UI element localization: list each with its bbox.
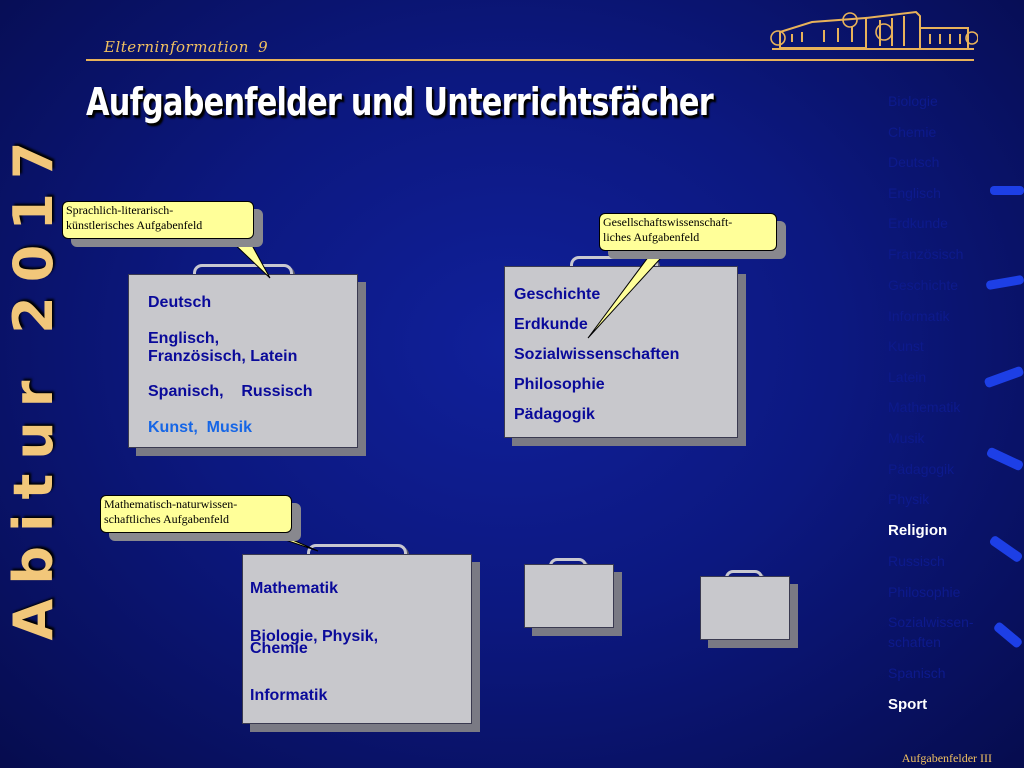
folder-item: Französisch, Latein (148, 348, 298, 365)
folder-item: Deutsch (148, 294, 212, 311)
subject-item: Pädagogik (888, 461, 955, 477)
school-building-logo (770, 10, 978, 50)
subject-item: Erdkunde (888, 215, 948, 231)
footer-label: Aufgabenfelder III (901, 751, 992, 765)
folder-handle (193, 264, 293, 274)
subject-item: Latein (888, 369, 927, 385)
subject-item-highlighted: Sport (888, 696, 928, 713)
subject-item: schaften (888, 634, 941, 650)
subject-item: Spanisch (888, 665, 946, 681)
callout-gesellschaft: Gesellschaftswissenschaft- liches Aufgab… (599, 213, 777, 251)
folder-mathematisch: Mathematik Biologie, Physik, Chemie Info… (242, 554, 472, 724)
folder-item: Pädagogik (514, 406, 595, 423)
subject-item: Physik (888, 491, 930, 507)
subject-item: Biologie (888, 93, 938, 109)
subject-item-highlighted: Religion (888, 522, 948, 539)
folder-empty (700, 576, 790, 640)
folder-handle (549, 558, 587, 566)
subject-item: Kunst (888, 338, 924, 354)
folder-item: Spanisch, Russisch (148, 383, 313, 400)
callout-line: Sprachlich-literarisch- (66, 203, 174, 217)
folder-item: Englisch, (148, 330, 220, 347)
subject-item: Informatik (888, 308, 950, 324)
subject-item: Mathematik (888, 399, 961, 415)
folder-item: Mathematik (250, 580, 339, 597)
header-label: Elterninformation 9 (104, 38, 269, 56)
callout-line: Mathematisch-naturwissen- (104, 497, 238, 511)
callout-mathematisch: Mathematisch-naturwissen- schaftliches A… (100, 495, 292, 533)
folder-item: Philosophie (514, 376, 605, 393)
folder-item: Biologie, Physik, (250, 628, 379, 645)
subject-item: Geschichte (888, 277, 959, 293)
callout-sprachlich: Sprachlich-literarisch- künstlerisches A… (62, 201, 254, 239)
folder-item: Kunst, Musik (148, 419, 253, 436)
folder-handle (725, 570, 763, 578)
page-title: Aufgabenfelder und Unterrichtsfächer (86, 80, 714, 124)
callout-line: Gesellschaftswissenschaft- (603, 215, 733, 229)
folder-item: Informatik (250, 687, 328, 704)
subject-item: Englisch (888, 185, 941, 201)
folder-gesellschaft: Geschichte Erdkunde Sozialwissenschaften… (504, 266, 738, 438)
subject-item: Französisch (888, 246, 964, 262)
callout-line: liches Aufgabenfeld (603, 230, 700, 244)
folder-empty (524, 564, 614, 628)
folder-item: Sozialwissenschaften (514, 346, 680, 363)
folder-handle (307, 544, 407, 554)
subject-item: Philosophie (888, 584, 961, 600)
subject-item: Russisch (888, 553, 945, 569)
subject-item: Deutsch (888, 154, 940, 170)
subject-item: Musik (888, 430, 925, 446)
subject-item: Chemie (888, 124, 937, 140)
folder-sprachlich: Deutsch Englisch, Französisch, Latein Sp… (128, 274, 358, 448)
callout-line: künstlerisches Aufgabenfeld (66, 218, 203, 232)
decorative-stroke (990, 186, 1024, 195)
folder-item: Chemie (250, 640, 308, 657)
header-divider (86, 59, 974, 61)
folder-item: Geschichte (514, 286, 601, 303)
folder-item: Erdkunde (514, 316, 588, 333)
callout-line: schaftliches Aufgabenfeld (104, 512, 229, 526)
subject-item: Sozialwissen- (888, 614, 974, 630)
